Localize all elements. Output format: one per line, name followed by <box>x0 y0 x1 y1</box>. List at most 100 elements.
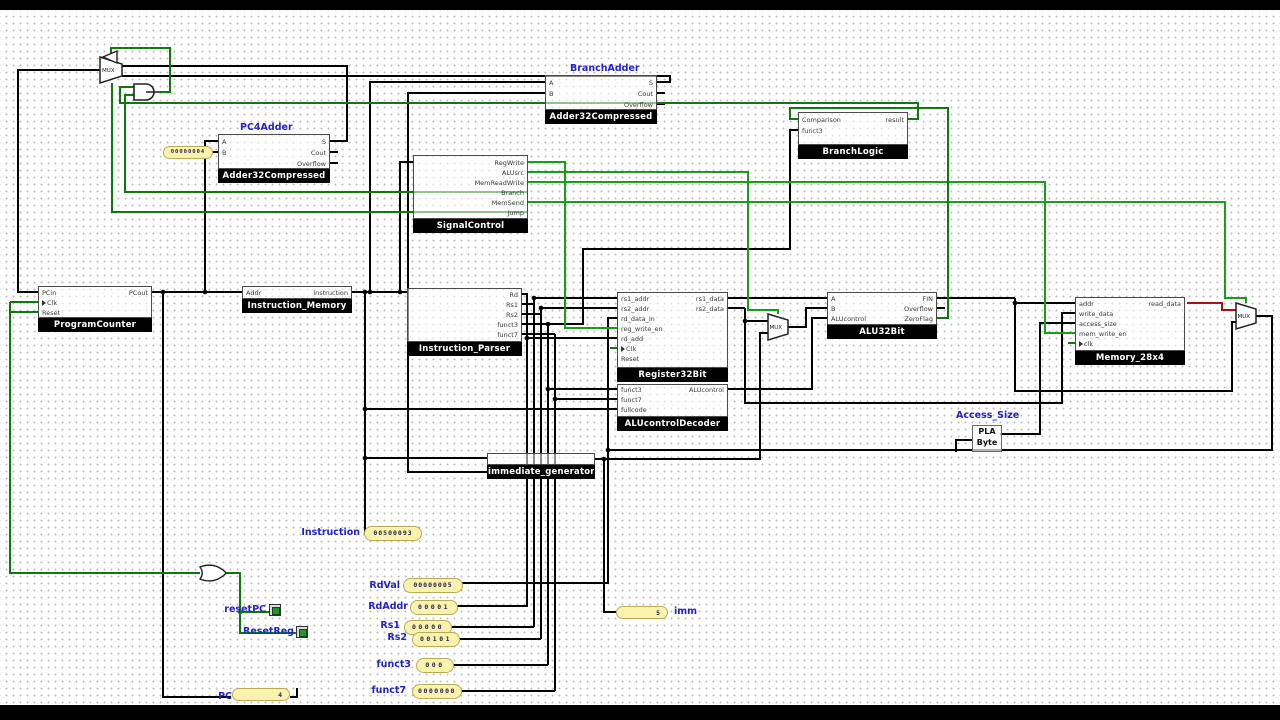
imm-label: imm <box>674 606 698 617</box>
immediategenerator-type-label: immediate_generator <box>487 465 595 479</box>
memory-block[interactable]: addr write_data access_size mem_write_en… <box>1075 297 1185 365</box>
resetreg-button[interactable] <box>296 626 308 638</box>
alusrc-mux[interactable] <box>767 312 789 342</box>
pin-zeroflag: ZeroFlag <box>904 315 933 323</box>
clock-triangle-icon <box>621 346 625 352</box>
imm-probe[interactable]: 5 <box>616 606 668 619</box>
read-data-wire <box>1187 302 1236 311</box>
pin-a: A <box>549 79 554 87</box>
pin-rs2-data: rs2_data <box>695 305 724 313</box>
button-led-icon <box>272 607 280 615</box>
pin-jump: Jump <box>507 209 525 217</box>
pin-access-size: access_size <box>1079 320 1117 328</box>
resetreg-label: ResetReg <box>243 626 294 637</box>
pin-rd-add: rd_add <box>621 335 644 343</box>
programcounter-block[interactable]: PCin Clk Reset PCout ProgramCounter <box>38 286 152 332</box>
pin-pcin: PCin <box>42 289 57 297</box>
pin-mem-write-en: mem_write_en <box>1079 330 1127 338</box>
pc4adder-title: PC4Adder <box>240 122 293 133</box>
pin-overflow: Overflow <box>903 305 933 313</box>
pin-rs1-addr: rs1_addr <box>621 295 650 303</box>
alucontroldecoder-block[interactable]: funct3 funct7 fullcode ALUcontrol ALUcon… <box>617 384 728 431</box>
rdaddr-label: RdAddr <box>368 601 408 612</box>
registerfile-block[interactable]: rs1_addr rs2_addr rd_data_in reg_write_e… <box>617 292 728 382</box>
branchlogic-block[interactable]: Comparison funct3 result BranchLogic <box>798 112 908 159</box>
resetpc-label: resetPC <box>224 604 266 615</box>
branchadder-title: BranchAdder <box>570 63 640 74</box>
writeback-mux[interactable] <box>1235 301 1257 331</box>
pin-rs1-data: rs1_data <box>695 295 724 303</box>
and-gate[interactable] <box>133 83 160 101</box>
pin-cout: Cout <box>310 149 326 157</box>
pc-label: PC <box>218 691 232 702</box>
pin-s: S <box>321 138 326 146</box>
mux-labels: MUX MUX MUX <box>102 68 1250 331</box>
pin-comparison: Comparison <box>802 116 841 124</box>
letterbox-bottom <box>0 705 1280 720</box>
pin-instruction: Instruction <box>313 289 348 297</box>
instructionparser-type-label: Instruction_Parser <box>407 342 522 356</box>
pla-byte-box[interactable]: PLA Byte <box>972 425 1002 452</box>
pin-rd: Rd <box>509 291 518 299</box>
letterbox-top <box>0 0 1280 10</box>
pin-funct3: funct3 <box>621 386 642 394</box>
or-gate[interactable] <box>198 564 227 582</box>
pin-result: result <box>885 116 904 124</box>
pin-a: A <box>831 295 836 303</box>
branchlogic-type-label: BranchLogic <box>798 145 908 159</box>
instructionmemory-block[interactable]: Addr Instruction Instruction_Memory <box>242 286 352 313</box>
pin-reset: Reset <box>621 355 640 363</box>
pin-clk: clk <box>1079 339 1093 349</box>
pin-reset: Reset <box>42 309 61 317</box>
instruction-probe[interactable]: 00500093 <box>364 526 422 541</box>
pin-funct7: funct7 <box>621 396 642 404</box>
svg-text:MUX: MUX <box>1238 314 1251 320</box>
rs2-probe[interactable]: 00101 <box>412 632 460 647</box>
pin-s: S <box>648 79 653 87</box>
rdval-probe[interactable]: 00000005 <box>403 578 463 593</box>
memory-type-label: Memory_28x4 <box>1075 351 1185 365</box>
mux-shapes <box>99 55 1257 342</box>
pin-clk: Clk <box>621 344 636 354</box>
rs2-label: Rs2 <box>387 632 407 643</box>
pc4-constant-probe[interactable]: 00000004 <box>163 146 213 159</box>
pin-rs2-addr: rs2_addr <box>621 305 650 313</box>
funct7-probe[interactable]: 0000000 <box>412 684 462 699</box>
svg-text:MUX: MUX <box>102 68 115 74</box>
control-wires-dark <box>9 47 1075 634</box>
rdval-label: RdVal <box>369 580 400 591</box>
pc-probe[interactable]: 4 <box>232 688 290 701</box>
pla-line: PLA <box>978 427 996 436</box>
rdaddr-probe[interactable]: 00001 <box>410 600 458 615</box>
branchadder-type-label: Adder32Compressed <box>545 110 657 124</box>
pin-b: B <box>222 149 227 157</box>
pin-rs2: Rs2 <box>505 311 518 319</box>
control-wires <box>528 161 1247 334</box>
pin-funct3: funct3 <box>802 127 823 135</box>
pin-overflow: Overflow <box>623 101 653 109</box>
pin-write-data: write_data <box>1079 310 1114 318</box>
pin-alucontrol: ALUcontrol <box>831 315 867 323</box>
pin-reg-write-en: reg_write_en <box>621 325 663 333</box>
pin-fin: FIN <box>922 295 933 303</box>
pin-memsend: MemSend <box>491 199 524 207</box>
accesssize-title: Access_Size <box>956 410 1020 421</box>
branchadder-block[interactable]: A B S Cout Overflow Adder32Compressed <box>545 75 657 124</box>
alu-block[interactable]: A B ALUcontrol FIN Overflow ZeroFlag ALU… <box>827 292 937 339</box>
immediategenerator-block[interactable]: immediate_generator <box>487 453 595 479</box>
signalcontrol-type-label: SignalControl <box>413 219 528 233</box>
signalcontrol-block[interactable]: RegWrite ALUsrc MemReadWrite Branch MemS… <box>413 155 528 233</box>
pin-overflow: Overflow <box>296 160 326 168</box>
programcounter-type-label: ProgramCounter <box>38 318 152 332</box>
pc4adder-block[interactable]: A B S Cout Overflow Adder32Compressed <box>218 134 330 183</box>
alucontroldecoder-type-label: ALUcontrolDecoder <box>617 417 728 431</box>
pin-addr: addr <box>1079 300 1094 308</box>
resetpc-button[interactable] <box>269 604 281 616</box>
funct3-probe[interactable]: 000 <box>416 658 454 673</box>
instructionparser-block[interactable]: Rd Rs1 Rs2 funct3 funct7 Instruction_Par… <box>407 288 522 356</box>
junction-dots <box>160 289 1018 615</box>
pin-cout: Cout <box>637 90 653 98</box>
arrow-left-icon <box>101 49 118 65</box>
